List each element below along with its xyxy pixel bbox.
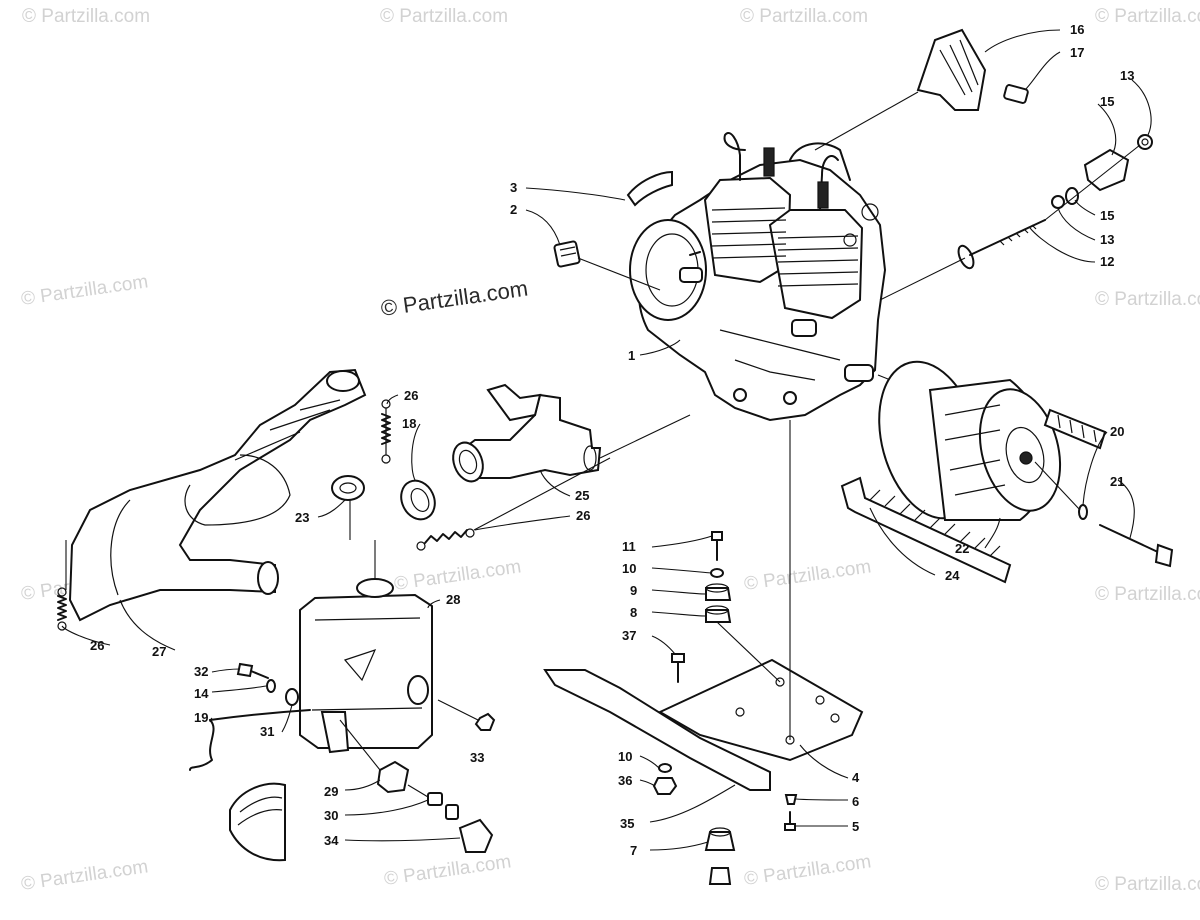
watermark: © Partzilla.com xyxy=(1095,584,1200,605)
watermark: © Partzilla.com xyxy=(22,6,150,27)
watermark: © Partzilla.com xyxy=(20,271,150,310)
callout-36: 36 xyxy=(618,773,632,788)
drive-belt xyxy=(840,408,1107,584)
callout-10-upper: 10 xyxy=(622,561,636,576)
exhaust-spring xyxy=(416,528,475,551)
engine-label xyxy=(553,240,581,268)
callout-29: 29 xyxy=(324,784,338,799)
exhaust-manifold xyxy=(452,383,602,483)
callout-3: 3 xyxy=(510,180,517,195)
callout-11: 11 xyxy=(622,539,636,554)
engine-mount-plate xyxy=(657,658,864,762)
exhaust-spring xyxy=(381,399,391,464)
watermark-main: © Partzilla.com xyxy=(379,276,529,321)
mount-bolt xyxy=(711,531,723,561)
washer xyxy=(658,763,672,773)
callout-21: 21 xyxy=(1110,474,1124,489)
callout-12: 12 xyxy=(1100,254,1114,269)
callout-26-left: 26 xyxy=(90,638,104,653)
callout-18: 18 xyxy=(402,416,416,431)
callout-24: 24 xyxy=(945,568,960,583)
rubber-block xyxy=(1003,84,1029,104)
callout-9: 9 xyxy=(630,583,637,598)
callout-labels: 1 2 3 4 5 6 7 8 9 10 10 11 12 13 13 14 1… xyxy=(90,22,1134,858)
screw-5 xyxy=(784,811,796,831)
watermark: © Partzilla.com xyxy=(1095,874,1200,895)
muffler xyxy=(299,578,433,754)
callout-32: 32 xyxy=(194,664,208,679)
engine-bracket xyxy=(814,28,987,151)
mount-bolt-37 xyxy=(671,653,685,683)
callout-25: 25 xyxy=(575,488,589,503)
callout-26-top: 26 xyxy=(404,388,418,403)
callout-2: 2 xyxy=(510,202,517,217)
watermark: © Partzilla.com xyxy=(743,851,873,890)
callout-31: 31 xyxy=(260,724,274,739)
callout-14: 14 xyxy=(194,686,209,701)
callout-6: 6 xyxy=(852,794,859,809)
clutch-washer xyxy=(1078,504,1088,520)
callout-17: 17 xyxy=(1070,45,1084,60)
callout-15-top: 15 xyxy=(1100,94,1114,109)
callout-15-right: 15 xyxy=(1100,208,1114,223)
watermark: © Partzilla.com xyxy=(393,556,523,595)
drive-clutch xyxy=(878,360,1062,521)
grommet xyxy=(331,475,365,501)
washer xyxy=(710,568,724,578)
nut xyxy=(474,712,496,731)
callout-27: 27 xyxy=(152,644,166,659)
nut xyxy=(652,777,678,795)
callout-26-mid: 26 xyxy=(576,508,590,523)
expansion-chamber xyxy=(68,368,367,622)
callout-30: 30 xyxy=(324,808,338,823)
sensor-wire xyxy=(189,719,215,771)
clutch-bolt xyxy=(1099,524,1174,568)
long-bolt xyxy=(957,219,1046,270)
callout-34: 34 xyxy=(324,833,339,848)
callout-8: 8 xyxy=(630,605,637,620)
callout-22: 22 xyxy=(955,541,969,556)
callout-13-top: 13 xyxy=(1120,68,1134,83)
callout-28: 28 xyxy=(446,592,460,607)
watermark: © Partzilla.com xyxy=(743,556,873,595)
rubber-foot xyxy=(704,827,736,885)
screw xyxy=(236,662,254,678)
engine-decal xyxy=(626,170,673,207)
callout-13-right: 13 xyxy=(1100,232,1114,247)
nut xyxy=(1137,134,1153,150)
mount-bracket xyxy=(543,669,771,791)
watermark: © Partzilla.com xyxy=(1095,289,1200,310)
watermark: © Partzilla.com xyxy=(380,6,508,27)
callout-33: 33 xyxy=(470,750,484,765)
watermark: © Partzilla.com xyxy=(383,851,513,890)
callout-20: 20 xyxy=(1110,424,1124,439)
callout-16: 16 xyxy=(1070,22,1084,37)
hood-section xyxy=(229,782,286,862)
callout-19: 19 xyxy=(194,710,208,725)
callout-10-lower: 10 xyxy=(618,749,632,764)
callout-35: 35 xyxy=(620,816,634,831)
leader-lines xyxy=(61,29,1152,851)
watermark: © Partzilla.com xyxy=(20,856,150,895)
washer xyxy=(285,688,299,706)
clip xyxy=(784,794,798,805)
connector xyxy=(427,792,443,806)
cap xyxy=(458,818,494,853)
watermark: © Partzilla.com xyxy=(1095,6,1200,27)
callout-37: 37 xyxy=(622,628,636,643)
callout-4: 4 xyxy=(852,770,860,785)
sensor xyxy=(376,760,410,794)
callout-23: 23 xyxy=(295,510,309,525)
callout-5: 5 xyxy=(852,819,859,834)
washer xyxy=(266,679,276,693)
callout-1: 1 xyxy=(628,348,635,363)
engine xyxy=(629,132,941,422)
exhaust-ring xyxy=(400,479,436,521)
exhaust-spring xyxy=(57,587,67,631)
callout-7: 7 xyxy=(630,843,637,858)
watermark: © Partzilla.com xyxy=(740,6,868,27)
